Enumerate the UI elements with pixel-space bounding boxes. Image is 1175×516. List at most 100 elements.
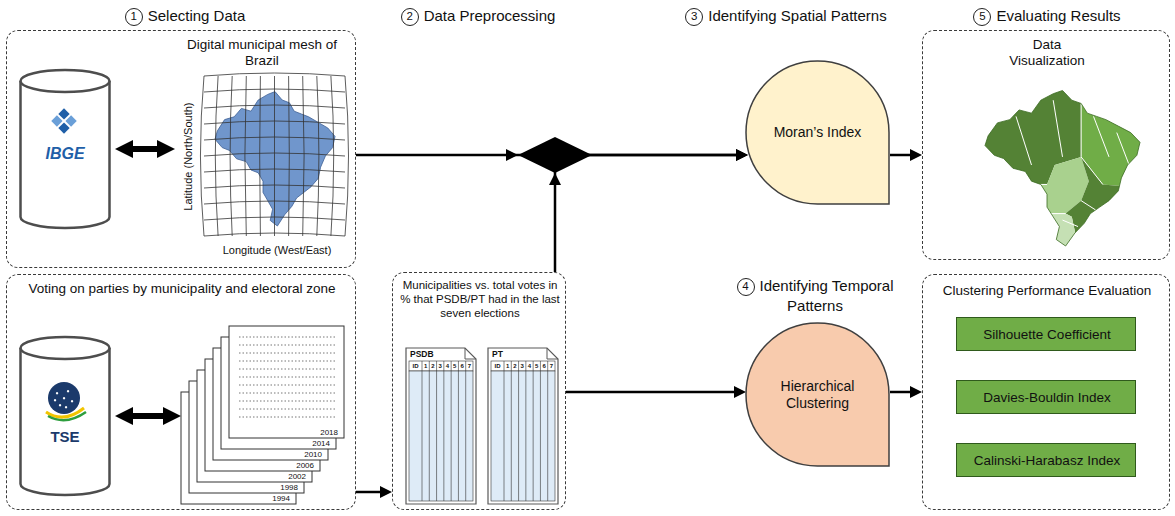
map-outline — [985, 90, 1140, 246]
panel-title: Voting on parties by municipality and el… — [27, 281, 337, 297]
result-panel: Clustering Performance EvaluationSilhoue… — [922, 274, 1170, 510]
page-outline — [488, 348, 558, 504]
table-cell: 6 — [540, 361, 547, 371]
flow-arrow — [890, 154, 910, 157]
year-label: 2014 — [304, 439, 330, 448]
table-cell: 4 — [526, 361, 533, 371]
map-region — [985, 157, 1089, 214]
year-label: 2018 — [312, 428, 338, 437]
result-panel: Data Visualization — [922, 30, 1170, 260]
table-cell: 1 — [504, 361, 511, 371]
cylinder-top — [21, 70, 110, 92]
table-header — [409, 361, 473, 371]
table-cell: 5 — [533, 361, 540, 371]
logo-emblem — [48, 382, 80, 414]
municipal-mesh: Latitude (North/South) Longitude (West/Ea… — [173, 71, 355, 265]
flow-arrow — [356, 491, 380, 494]
step-title: Identifying Spatial Patterns — [708, 7, 886, 24]
metric-label: Calinski-Harabasz Index — [963, 453, 1131, 469]
step-title: Selecting Data — [148, 7, 246, 24]
cylinder-top — [21, 337, 110, 359]
flow-arrow — [133, 146, 157, 152]
metric-label: Davies-Bouldin Index — [963, 390, 1131, 406]
database-cylinder: TSE — [19, 336, 111, 496]
logo-swoosh — [48, 412, 86, 420]
table-cell: 6 — [458, 361, 465, 371]
method-label: Moran’s Index — [763, 124, 872, 141]
year-label: 1998 — [272, 483, 298, 492]
method-shape: Moran’s Index — [745, 60, 890, 205]
page-outline — [406, 348, 476, 504]
table-cell: 7 — [548, 361, 555, 371]
logo-swoosh — [46, 408, 84, 417]
axis-label: Longitude (West/East) — [199, 244, 355, 257]
map-region — [1066, 157, 1140, 246]
step-title: Data Preprocessing — [424, 7, 556, 24]
year-label: 2002 — [280, 472, 306, 481]
preprocess-panel: Municipalities vs. total votes in % that… — [392, 272, 566, 510]
step-number: 3 — [685, 8, 703, 26]
table-cell: 3 — [437, 361, 444, 371]
flow-arrow — [555, 155, 736, 272]
table-cell: ID — [491, 361, 504, 371]
table-page — [405, 347, 477, 505]
merge-diamond — [518, 137, 592, 173]
step-heading: 2 Data Preprocessing — [363, 6, 593, 26]
metric-box: Silhouette Coefficient — [956, 317, 1136, 351]
logo-square — [65, 115, 76, 126]
page-fold — [547, 348, 558, 359]
cylinder-body — [21, 348, 110, 495]
table-cell: ID — [409, 361, 422, 371]
table-grid — [504, 361, 548, 501]
step-heading: 5Evaluating Results — [932, 6, 1162, 26]
drop-shape — [746, 61, 889, 204]
year-label: 2010 — [296, 450, 322, 459]
map-region — [985, 84, 1081, 184]
table-body — [409, 371, 473, 501]
logo-text: TSE — [19, 428, 111, 446]
step-heading: 4Identifying Temporal Patterns — [715, 276, 915, 315]
source-panel: Digital municipal mesh of BrazilIBGELati… — [6, 30, 356, 268]
step-number: 2 — [401, 8, 419, 26]
document-stack: 2018201420102006200219981994 — [179, 323, 347, 507]
step-title: Evaluating Results — [996, 7, 1120, 24]
panel-title: Data Visualization — [997, 37, 1097, 69]
flow-arrow — [890, 391, 910, 394]
arrow-head — [506, 149, 518, 161]
state-borders — [985, 84, 1132, 238]
logo-text: IBGE — [19, 144, 111, 163]
document-page — [229, 326, 344, 438]
brazil-silhouette — [215, 92, 335, 226]
database-cylinder: IBGE — [19, 69, 111, 229]
table-body — [491, 371, 555, 501]
table-cell: 1 — [422, 361, 429, 371]
flow-arrow — [566, 391, 734, 394]
logo-square — [58, 108, 69, 119]
arrow-head — [549, 173, 561, 185]
step-heading: 1 Selecting Data — [70, 6, 300, 26]
table-header — [491, 361, 555, 371]
table-cell: 7 — [466, 361, 473, 371]
step-heading: 3 Identifying Spatial Patterns — [646, 6, 926, 26]
drop-shape — [746, 323, 889, 466]
table-cell: 5 — [451, 361, 458, 371]
metric-box: Davies-Bouldin Index — [956, 380, 1136, 414]
metric-box: Calinski-Harabasz Index — [956, 443, 1136, 477]
dotted-lines — [239, 337, 337, 417]
cylinder-outline — [19, 336, 111, 496]
table-cell: 4 — [444, 361, 451, 371]
logo-stars — [54, 390, 73, 408]
mesh-grid — [200, 73, 348, 236]
table-title: PSDB — [410, 349, 460, 359]
table-cell: 3 — [519, 361, 526, 371]
source-panel: Voting on parties by municipality and el… — [6, 274, 356, 510]
axis-label: Latitude (North/South) — [182, 82, 195, 232]
step-number: 1 — [125, 8, 143, 26]
map-region — [985, 214, 1078, 246]
step-number: 4 — [737, 278, 755, 296]
data-table: PSDBID1234567 — [405, 347, 477, 505]
method-shape: Hierarchical Clustering — [745, 322, 890, 467]
